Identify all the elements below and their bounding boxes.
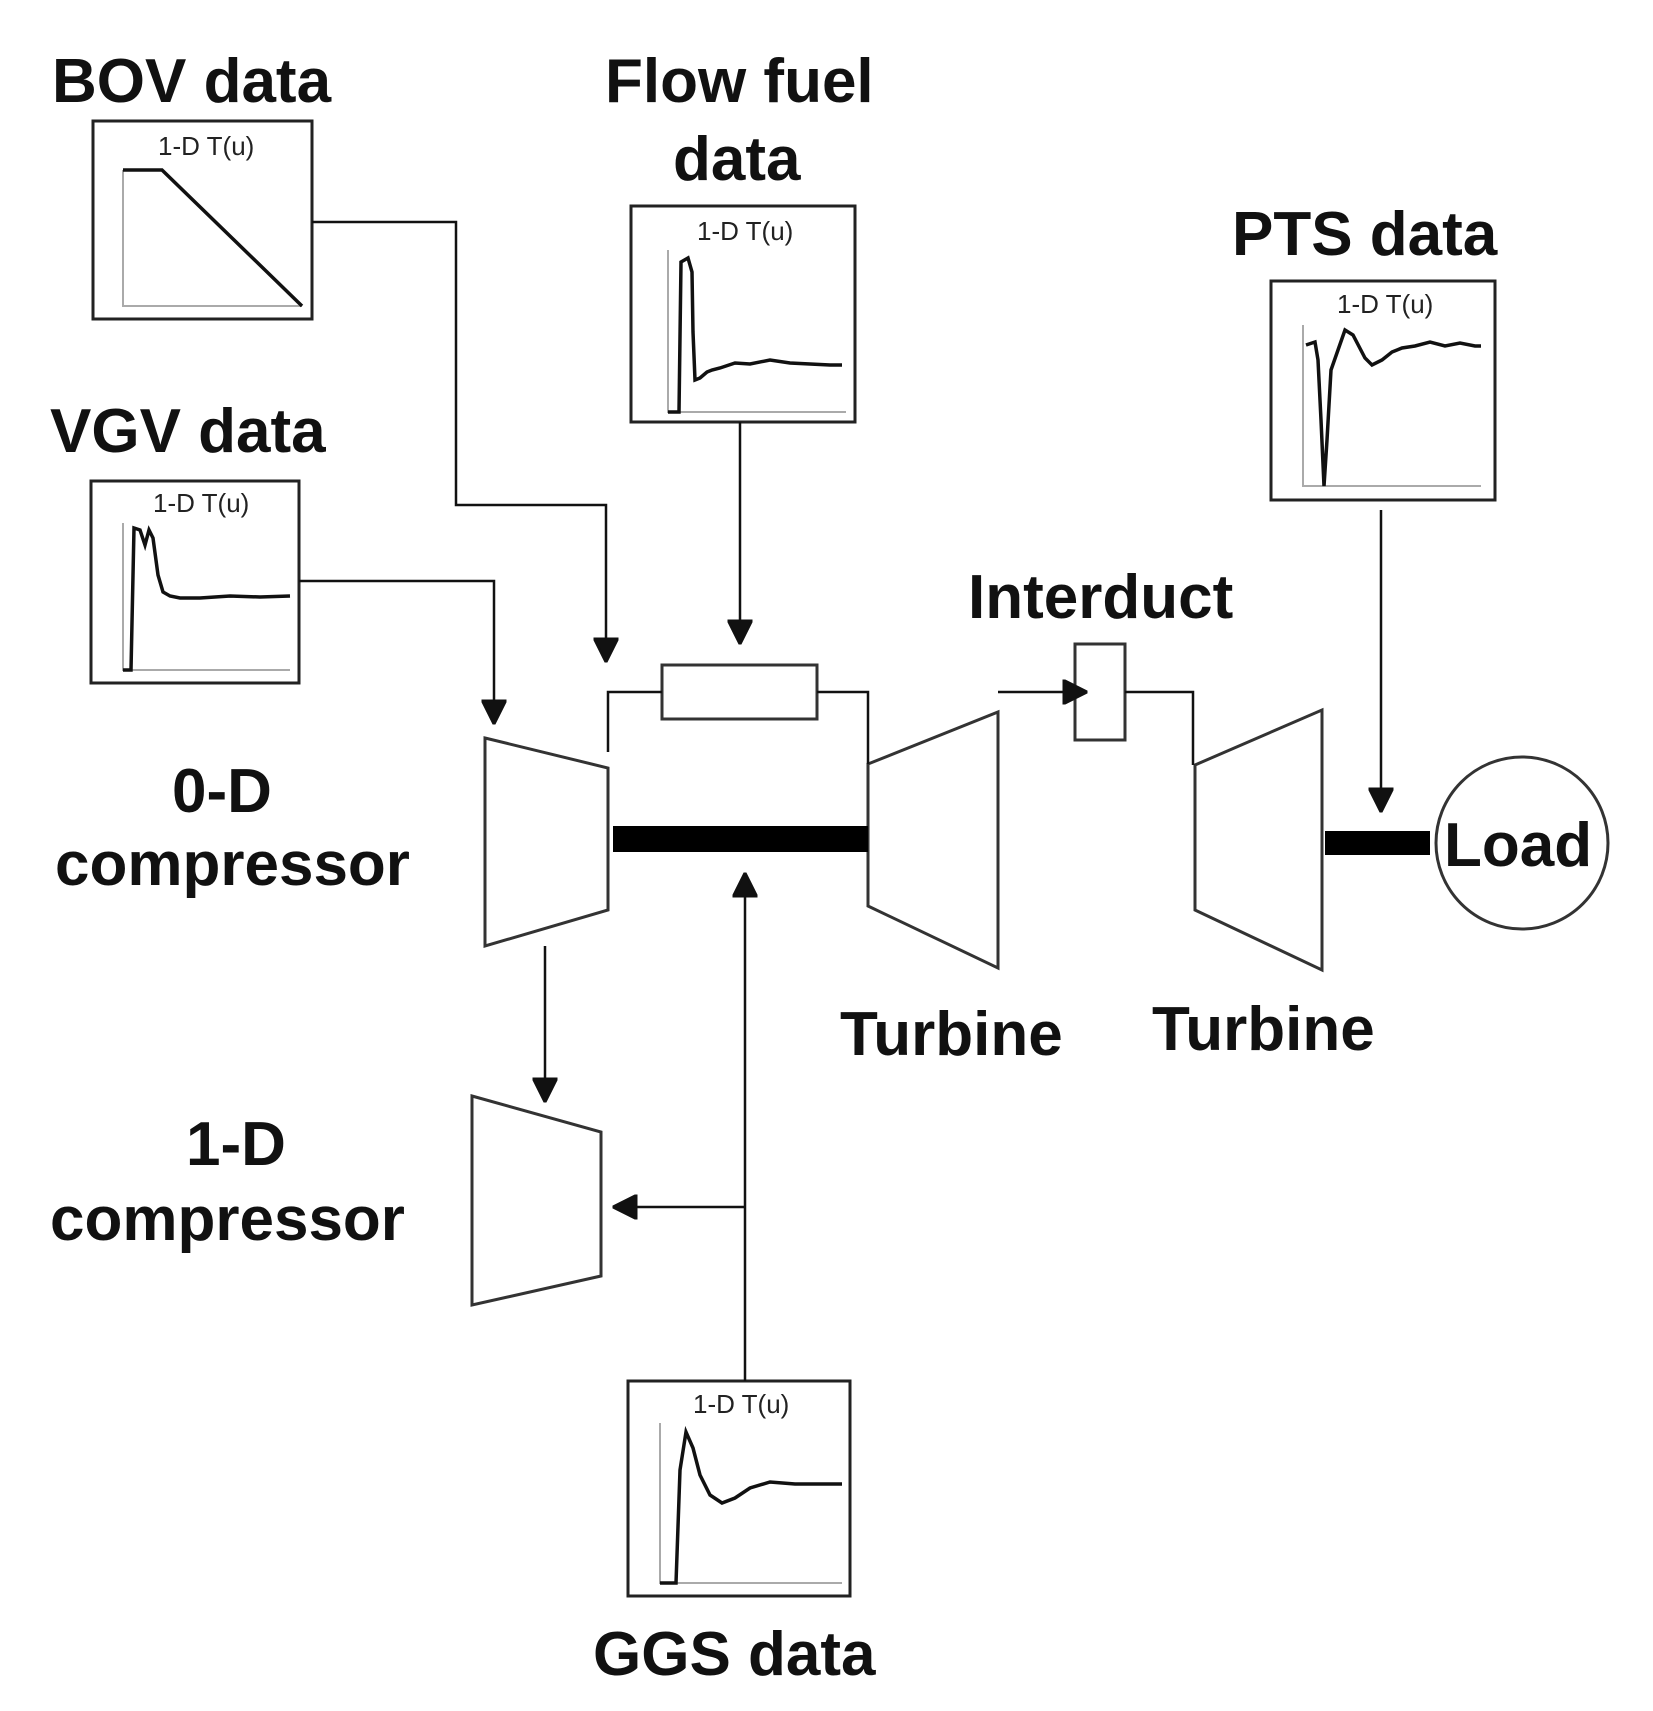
flow-fuel-lookup-block[interactable]: 1-D T(u): [629, 204, 857, 424]
power-shaft: [1325, 831, 1430, 855]
flow-fuel-block-title: 1-D T(u): [697, 216, 793, 246]
vgv-trace: [123, 525, 291, 672]
interduct-label: Interduct: [968, 563, 1233, 632]
bov-block-title: 1-D T(u): [158, 131, 254, 161]
load[interactable]: Load: [1434, 755, 1610, 931]
turbine-2[interactable]: [1193, 707, 1324, 973]
bov-data-label: BOV data: [52, 47, 332, 116]
pts-data-label: PTS data: [1232, 200, 1498, 269]
wire-interduct-to-turbine: [1125, 690, 1195, 765]
compressor-0d[interactable]: [483, 736, 610, 949]
combustor[interactable]: [660, 663, 819, 721]
pts-trace: [1305, 327, 1481, 487]
flow-fuel-data-label-line1: Flow fuel: [605, 47, 874, 116]
compressor-1d-label-line1: 1-D: [186, 1110, 286, 1179]
bov-lookup-block[interactable]: 1-D T(u): [91, 119, 314, 321]
turbine-2-label: Turbine: [1152, 995, 1375, 1064]
ggs-trace: [660, 1425, 842, 1585]
compressor-1d[interactable]: [470, 1094, 603, 1307]
vgv-data-label: VGV data: [50, 397, 326, 466]
wire-vgv: [299, 579, 494, 712]
pts-block-title: 1-D T(u): [1337, 289, 1433, 319]
compressor-0d-label-line2: compressor: [55, 830, 410, 899]
turbine-1[interactable]: [866, 709, 1000, 971]
bov-trace: [123, 168, 304, 308]
compressor-0d-label-line1: 0-D: [172, 757, 272, 826]
flow-fuel-data-label-line2: data: [673, 125, 801, 194]
wire-compressor-to-combustor: [606, 690, 662, 752]
interduct[interactable]: [1073, 642, 1127, 742]
flow-fuel-trace: [668, 255, 842, 414]
bov-plot-axis: [122, 170, 302, 307]
wire-combustor-to-turbine: [817, 690, 870, 764]
vgv-lookup-block[interactable]: 1-D T(u): [89, 479, 301, 685]
pts-plot-axis: [1302, 325, 1481, 487]
ggs-lookup-block[interactable]: 1-D T(u): [626, 1379, 852, 1598]
ggs-data-label: GGS data: [593, 1620, 876, 1689]
compressor-1d-label-line2: compressor: [50, 1185, 405, 1254]
wire-bov: [312, 220, 606, 650]
pts-lookup-block[interactable]: 1-D T(u): [1269, 279, 1497, 502]
vgv-block-title: 1-D T(u): [153, 488, 249, 518]
load-label: Load: [1444, 811, 1592, 880]
ggs-block-title: 1-D T(u): [693, 1389, 789, 1419]
turbine-1-label: Turbine: [840, 1000, 1063, 1069]
main-shaft: [613, 826, 868, 852]
